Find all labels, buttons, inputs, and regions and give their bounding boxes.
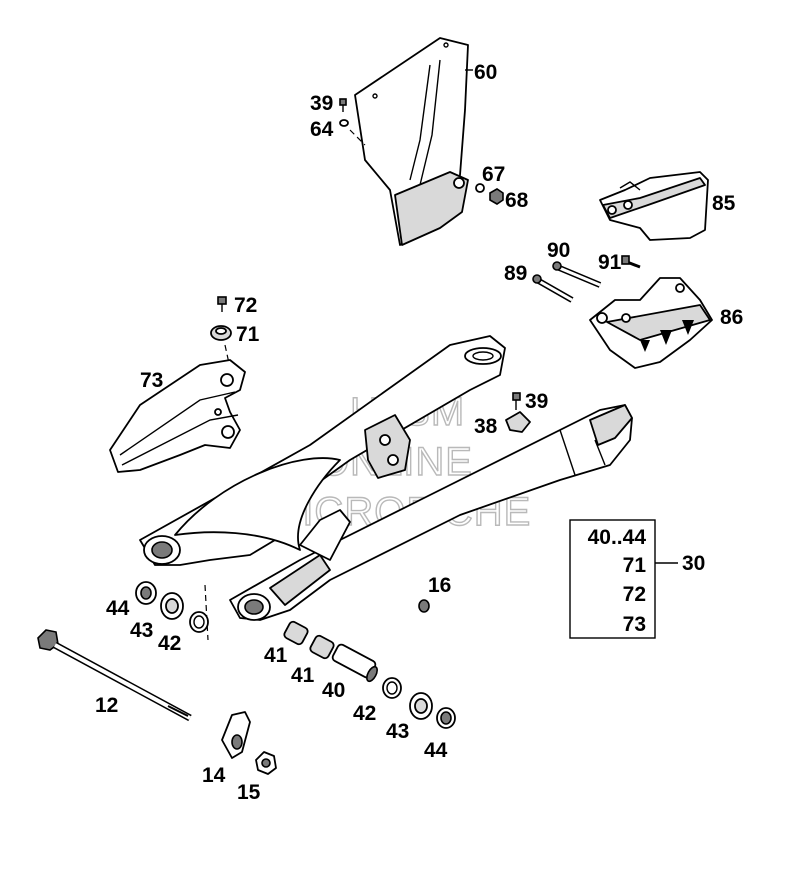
needle-bearing-part-41-a [283, 620, 309, 646]
callout-90: 90 [547, 239, 570, 262]
chain-slider-part-73 [109, 359, 246, 473]
chain-guard-cover-part-60 [354, 37, 469, 246]
needle-bearing-part-41-b [309, 634, 335, 660]
adjuster-plate-part-14 [221, 711, 251, 759]
callout-42-right: 42 [353, 702, 376, 725]
kit-item-72: 72 [623, 583, 646, 606]
chain-guide-part-86 [589, 277, 713, 369]
callout-68: 68 [505, 189, 529, 212]
callout-38: 38 [474, 415, 498, 438]
callout-labels: 60 39 64 67 68 85 90 91 89 86 72 71 73 3… [95, 61, 743, 804]
chain-guide-part-85 [599, 171, 709, 241]
bushing-part-40 [331, 643, 378, 683]
callout-41-a: 41 [264, 644, 288, 667]
callout-39-pivot: 39 [525, 390, 548, 413]
washer-part-67 [475, 183, 485, 193]
bolt-part-39-pivot [512, 392, 521, 410]
kit-item-73: 73 [623, 613, 646, 636]
callout-86: 86 [720, 306, 743, 329]
callout-91: 91 [598, 251, 622, 274]
washer-part-64 [339, 119, 349, 127]
plug-part-16 [418, 599, 430, 613]
washer-part-71 [210, 325, 232, 341]
callout-41-b: 41 [291, 664, 315, 687]
callout-16: 16 [428, 574, 451, 597]
callout-72: 72 [234, 294, 257, 317]
bolt-part-89 [532, 274, 574, 303]
callout-44-right: 44 [424, 739, 448, 762]
seal-part-44-right [436, 707, 456, 729]
nut-part-15 [255, 751, 277, 775]
kit-item-71: 71 [623, 554, 647, 577]
callout-89: 89 [504, 262, 527, 285]
callout-43-right: 43 [386, 720, 409, 743]
screw-part-39-top [339, 98, 347, 112]
callout-85: 85 [712, 192, 736, 215]
callout-60: 60 [474, 61, 497, 84]
kit-box: 40..44 71 72 73 30 [569, 519, 705, 639]
kit-item-40-44: 40..44 [588, 526, 647, 549]
block-part-38 [505, 411, 531, 433]
callout-39-top: 39 [310, 92, 333, 115]
callout-12: 12 [95, 694, 118, 717]
pivot-axle-part-12 [37, 629, 192, 722]
callout-15: 15 [237, 781, 261, 804]
kit-box-frame [569, 519, 656, 639]
callout-40: 40 [322, 679, 345, 702]
nut-part-68 [489, 188, 504, 205]
callout-30: 30 [682, 552, 705, 575]
callout-42-left: 42 [158, 632, 181, 655]
bolt-part-91 [621, 255, 641, 269]
callout-44-left: 44 [106, 597, 130, 620]
callout-71: 71 [236, 323, 260, 346]
spacer-ring-part-42-left [189, 611, 209, 633]
bearing-part-43-left [160, 592, 184, 620]
screw-part-72 [217, 296, 227, 312]
callout-64: 64 [310, 118, 334, 141]
callout-14: 14 [202, 764, 226, 787]
bearing-part-43-right [409, 692, 433, 720]
swingarm-part-30 [139, 335, 633, 621]
spacer-ring-part-42-right [382, 677, 402, 699]
bolt-part-90 [552, 261, 602, 288]
callout-73: 73 [140, 369, 163, 392]
seal-part-44-left [135, 581, 157, 605]
callout-43-left: 43 [130, 619, 153, 642]
callout-67: 67 [482, 163, 505, 186]
